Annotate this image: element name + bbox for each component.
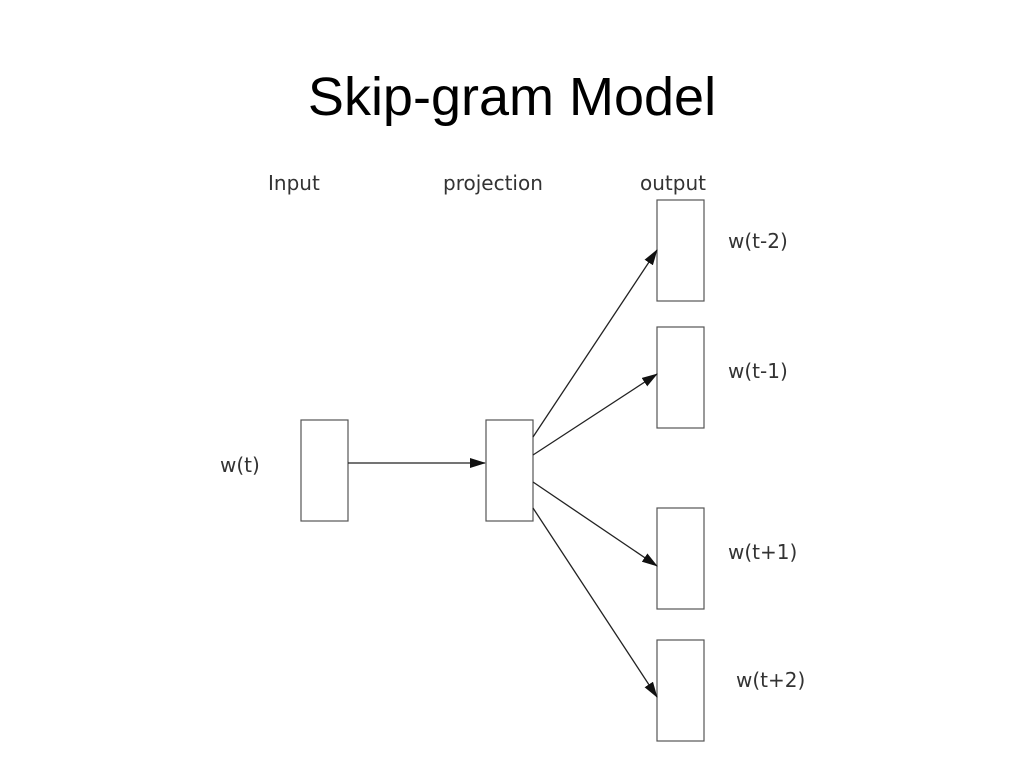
- input-word-label: w(t): [220, 453, 260, 477]
- edge-projection-to-t-plus-1: [532, 481, 658, 567]
- output-word-label-t-minus-1: w(t-1): [728, 359, 788, 383]
- edge-projection-to-t-minus-2: [532, 249, 658, 438]
- output-node-t-plus-1: [656, 507, 705, 610]
- slide-title: Skip-gram Model: [307, 67, 717, 127]
- output-word-label-t-minus-2: w(t-2): [728, 229, 788, 253]
- output-node-t-minus-2: [656, 199, 705, 302]
- input-node: [300, 419, 349, 522]
- edge-projection-to-t-minus-1: [532, 373, 658, 456]
- header-output: output: [640, 171, 706, 195]
- output-node-t-minus-1: [656, 326, 705, 429]
- header-input: Input: [268, 171, 320, 195]
- header-projection: projection: [443, 171, 543, 195]
- edge-projection-to-t-plus-2: [532, 507, 658, 698]
- output-node-t-plus-2: [656, 639, 705, 742]
- output-word-label-t-plus-1: w(t+1): [728, 540, 797, 564]
- output-word-label-t-plus-2: w(t+2): [736, 668, 805, 692]
- projection-node: [485, 419, 534, 522]
